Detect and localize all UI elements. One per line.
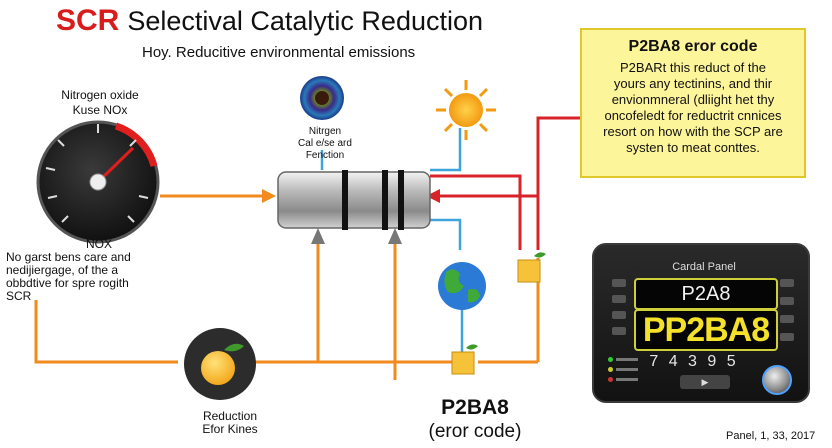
reagent-label: Nitrgen Cal e/se ard Fenction [280,126,370,162]
panel-side-button[interactable] [612,311,626,319]
nox-line1: No garst bens care and [6,250,131,264]
info-line5: resort on how with the SCP are [603,124,783,139]
status-led-icon [608,357,613,362]
catalyst-pipe-icon [277,170,431,230]
reduction-line1: Reduction [202,409,258,423]
control-panel-title: Cardal Panel [672,261,736,273]
reagent-line3: Fenction [305,150,345,161]
orange-arrowhead-up-left [311,228,325,244]
panel-side-button[interactable] [780,297,794,305]
status-led-label [616,378,638,381]
control-knob[interactable] [762,365,792,395]
info-line6: systen to meat conttes. [626,140,760,155]
nox-gauge-icon [36,120,160,244]
sun-icon [436,80,496,140]
title-prefix: SCR [56,4,120,37]
red-flow-lines [430,116,586,250]
orange-flow-lines [34,194,540,380]
gauge-label-line2: Kuse NOx [72,103,128,117]
panel-side-button[interactable] [612,295,626,303]
panel-side-button[interactable] [612,327,626,335]
status-led-label [616,368,638,371]
info-line1: P2BARt this reduct of the [620,60,766,75]
orange-arrowhead-up-right [388,228,402,244]
gauge-label-line1: Nitrogen oxide [61,88,139,102]
blue-flow-lines [320,128,464,352]
info-note-box: P2BA8 eror code P2BARt this reduct of th… [580,28,806,178]
gauge-label: Nitrogen oxide Kuse NOx [40,88,160,118]
fruit-icon [184,328,256,400]
nox-line3: obbdtive for spre rogith [6,276,129,290]
error-code-caption: (eror code) [428,421,522,442]
reduction-line2: Efor Kines [202,422,258,436]
info-heading: P2BA8 eror code [628,38,758,55]
error-code-label: P2BA8 (eror code) [400,396,550,444]
nox-line4: SCR [6,289,32,303]
title-text: Selectival Catalytic Reduction [127,6,484,36]
footer-caption: Panel, 1, 33, 2017 [726,430,816,442]
error-code-value: P2BA8 [441,396,509,419]
reduction-label: Reduction Efor Kines [180,410,280,436]
reagent-orb-icon [300,76,344,120]
info-line3: envionmneral (dliight het thy [611,92,775,107]
reagent-line2: Cal e/se ard [298,138,352,149]
nox-note: NOX No garst bens care and nedijiergage,… [6,238,186,303]
status-led-icon [608,377,613,382]
globe-icon [438,262,486,310]
nox-line2: nedijiergage, of the a [6,263,119,277]
control-panel-device: Cardal Panel P2A8 PP2BA8 7 4 3 9 5 ▶ [592,243,810,403]
panel-side-button[interactable] [780,333,794,341]
reagent-line1: Nitrgen [308,126,342,137]
info-line4: oncofeledt for reductrit cnnices [604,108,782,123]
panel-side-button[interactable] [612,279,626,287]
status-led-label [616,358,638,361]
small-cube-icon-1 [517,252,546,283]
panel-side-button[interactable] [780,279,794,287]
nox-heading: NOX [86,237,113,251]
status-led-icon [608,367,613,372]
info-line2: yours any tectinins, and thir [613,76,773,91]
control-panel-keypad[interactable]: 7 4 3 9 5 [649,353,739,370]
page-subtitle: Hoy. Reducitive environmental emissions [142,44,416,61]
red-arrowhead [426,189,440,203]
control-panel-screen-big: PP2BA8 [634,309,778,351]
panel-side-button[interactable] [780,315,794,323]
control-panel-screen-small: P2A8 [634,278,778,310]
info-body: P2BARt this reduct of the yours any tect… [588,60,798,156]
orange-arrowhead [262,189,276,203]
small-cube-icon-2 [451,344,478,375]
play-button[interactable]: ▶ [680,375,730,389]
